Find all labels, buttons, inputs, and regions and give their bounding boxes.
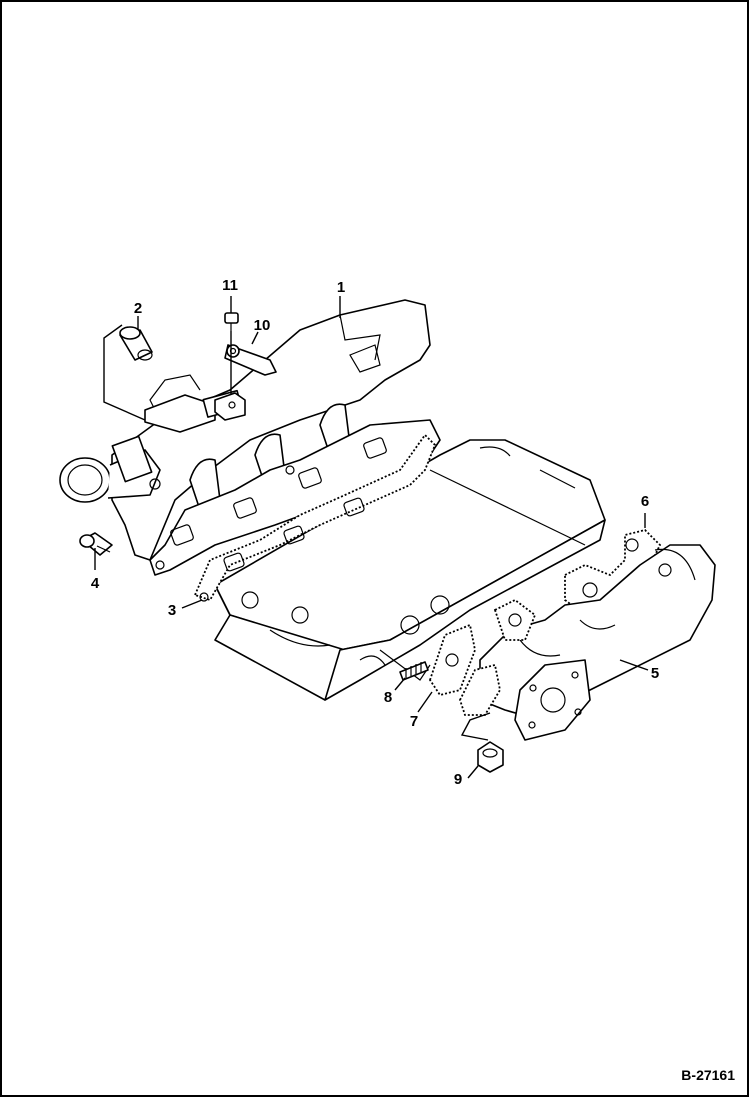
mounting-block <box>214 392 246 421</box>
figure-reference: B-27161 <box>681 1067 735 1083</box>
callout-2: 2 <box>134 300 142 317</box>
stud <box>399 661 429 681</box>
bolt <box>79 532 113 556</box>
intake-gasket <box>193 433 437 602</box>
exhaust-gasket-lower <box>429 598 537 716</box>
callout-5: 5 <box>651 665 659 682</box>
callout-6: 6 <box>641 493 649 510</box>
bracket <box>224 344 277 376</box>
callout-9: 9 <box>454 771 462 788</box>
exhaust-manifold <box>479 544 716 741</box>
screw <box>224 312 239 331</box>
callout-4: 4 <box>91 575 100 592</box>
fitting <box>119 326 153 361</box>
callout-10: 10 <box>254 317 271 334</box>
leader-lines <box>94 296 649 779</box>
callout-8: 8 <box>384 689 392 706</box>
callout-3: 3 <box>168 602 176 619</box>
nut <box>477 741 504 773</box>
intake-manifold <box>59 299 441 576</box>
callout-7: 7 <box>410 713 418 730</box>
callout-1: 1 <box>337 279 345 296</box>
cylinder-head <box>214 439 606 701</box>
callout-11: 11 <box>222 277 238 294</box>
